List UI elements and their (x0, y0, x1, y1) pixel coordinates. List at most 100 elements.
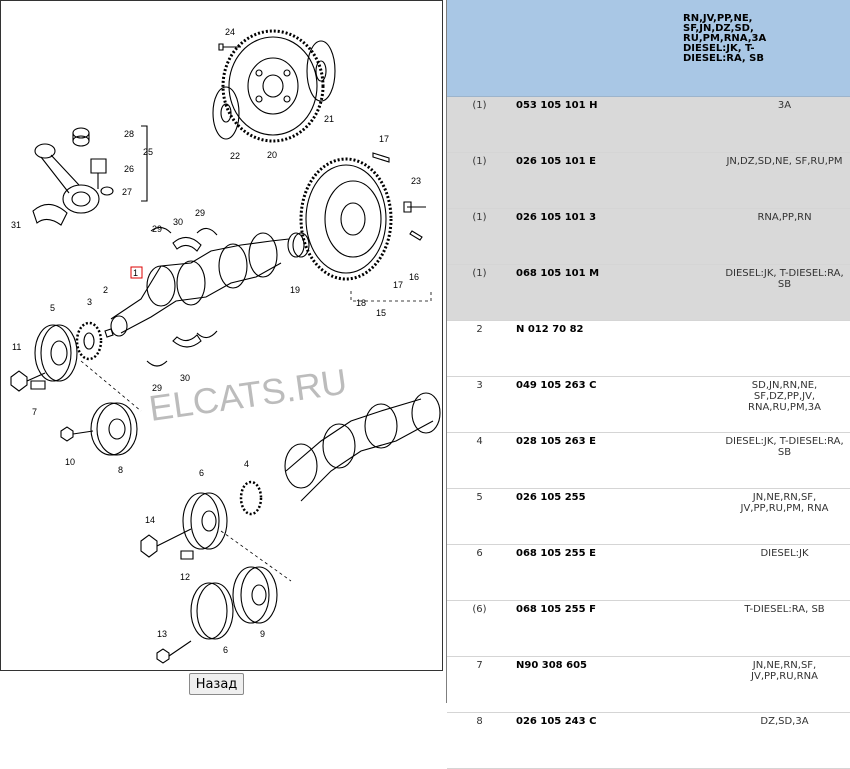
part-number-cell: 028 105 263 E (512, 432, 725, 489)
bolt-part-10 (60, 426, 94, 442)
table-row[interactable]: (1) 053 105 101 H 3A (447, 96, 850, 153)
position-cell: (1) (447, 208, 512, 265)
back-button[interactable]: Назад (189, 673, 244, 695)
svg-text:15: 15 (376, 308, 386, 318)
parts-diagram-panel: ELCATS.RU (0, 0, 443, 671)
svg-text:17: 17 (393, 280, 403, 290)
nut-part-27 (100, 186, 114, 196)
bolt-part-24 (218, 43, 241, 51)
position-cell: 6 (447, 544, 512, 601)
svg-text:5: 5 (50, 303, 55, 313)
svg-text:12: 12 (180, 572, 190, 582)
svg-text:4: 4 (244, 459, 249, 469)
bolt-part-11 (10, 370, 46, 392)
table-row[interactable]: 6 068 105 255 E DIESEL:JK (447, 544, 850, 601)
bolt-part-7 (30, 380, 46, 390)
svg-text:17: 17 (379, 134, 389, 144)
part-number-cell: 068 105 101 M (512, 264, 725, 321)
applicability-cell (725, 320, 850, 377)
vibration-damper-part-8 (90, 402, 138, 456)
bolt-part-12 (180, 550, 194, 560)
svg-text:9: 9 (260, 629, 265, 639)
bolt-part-26 (90, 158, 107, 189)
part-number-labels: 1 2 3 4 5 6 6 7 8 9 10 11 12 13 14 15 16… (11, 27, 421, 655)
svg-text:2: 2 (103, 285, 108, 295)
table-row[interactable]: 5 026 105 255 JN,NE,RN,SF, JV,PP,RU,PM, … (447, 488, 850, 545)
applicability-cell: DIESEL:JK (725, 544, 850, 601)
position-cell: 7 (447, 656, 512, 713)
position-cell: (1) (447, 152, 512, 209)
svg-text:14: 14 (145, 515, 155, 525)
pulley-part-6-lower (190, 582, 228, 640)
svg-text:25: 25 (143, 147, 153, 157)
applicability-cell: SD,JN,RN,NE, SF,DZ,PP,JV, RNA,RU,PM,3A (725, 376, 850, 433)
part-number-cell: 026 105 243 C (512, 712, 725, 769)
svg-text:21: 21 (324, 114, 334, 124)
svg-text:30: 30 (173, 217, 183, 227)
position-cell: 2 (447, 320, 512, 377)
table-row[interactable]: 7 N90 308 605 JN,NE,RN,SF, JV,PP,RU,RNA (447, 656, 850, 713)
bearing-shell-part-31 (32, 203, 68, 226)
applicability-cell: DIESEL:JK, T-DIESEL:RA, SB (725, 264, 850, 321)
table-row[interactable]: 3 049 105 263 C SD,JN,RN,NE, SF,DZ,PP,JV… (447, 376, 850, 433)
crankshaft-part-1 (110, 232, 290, 337)
applicability-cell: JN,NE,RN,SF, JV,PP,RU,PM, RNA (725, 488, 850, 545)
table-row[interactable]: 4 028 105 263 E DIESEL:JK, T-DIESEL:RA, … (447, 432, 850, 489)
svg-text:3: 3 (87, 297, 92, 307)
table-row[interactable]: (1) 068 105 101 M DIESEL:JK, T-DIESEL:RA… (447, 264, 850, 321)
connecting-rod-part-25 (34, 143, 100, 214)
applicability-cell: RNA,PP,RN (725, 208, 850, 265)
svg-text:11: 11 (12, 342, 21, 352)
part-number-cell: N 012 70 82 (512, 320, 725, 377)
svg-text:10: 10 (65, 457, 75, 467)
sprocket-part-4 (239, 480, 263, 516)
watermark-text: ELCATS.RU (146, 361, 349, 429)
crankshaft-diesel (284, 392, 441, 502)
models-header: RN,JV,PP,NE, SF,JN,DZ,SD, RU,PM,RNA,3A D… (512, 0, 850, 97)
svg-text:20: 20 (267, 150, 277, 160)
position-cell: 8 (447, 712, 512, 769)
svg-text:31: 31 (11, 220, 21, 230)
table-row[interactable]: 8 026 105 243 C DZ,SD,3A (447, 712, 850, 769)
pulley-part-5 (34, 324, 78, 382)
table-row[interactable]: (1) 026 105 101 3 RNA,PP,RN (447, 208, 850, 265)
svg-text:29: 29 (152, 383, 162, 393)
exploded-parts-diagram: ELCATS.RU (10, 27, 441, 664)
svg-text:24: 24 (225, 27, 235, 37)
bolt-part-23 (403, 201, 426, 213)
thrust-washer-part-29 (150, 226, 172, 234)
position-cell: (1) (447, 264, 512, 321)
svg-text:19: 19 (290, 285, 300, 295)
svg-text:7: 7 (32, 407, 37, 417)
key-part-2 (104, 328, 114, 338)
table-row[interactable]: (1) 026 105 101 E JN,DZ,SD,NE, SF,RU,PM (447, 152, 850, 209)
applicability-cell: JN,DZ,SD,NE, SF,RU,PM (725, 152, 850, 209)
table-row[interactable]: (6) 068 105 255 F T-DIESEL:RA, SB (447, 600, 850, 657)
part-number-cell: 026 105 101 E (512, 152, 725, 209)
part-number-cell: 026 105 255 (512, 488, 725, 545)
part-number-cell: N90 308 605 (512, 656, 725, 713)
drive-plate-part-18 (299, 157, 393, 281)
flywheel-part-20 (221, 29, 325, 143)
svg-text:18: 18 (356, 298, 366, 308)
callout-box-part-1 (130, 266, 143, 279)
svg-text:22: 22 (230, 151, 240, 161)
position-cell: (6) (447, 600, 512, 657)
table-row[interactable]: 2 N 012 70 82 (447, 320, 850, 377)
parts-table: RN,JV,PP,NE, SF,JN,DZ,SD, RU,PM,RNA,3A D… (447, 0, 850, 769)
svg-text:28: 28 (124, 129, 134, 139)
part-number-cell: 053 105 101 H (512, 96, 725, 153)
part-number-cell: 068 105 255 E (512, 544, 725, 601)
bolt-part-13 (156, 640, 192, 664)
svg-text:8: 8 (118, 465, 123, 475)
dowel-part-16 (409, 230, 423, 241)
applicability-cell: DZ,SD,3A (725, 712, 850, 769)
part-number-cell: 068 105 255 F (512, 600, 725, 657)
dowel-part-17 (372, 152, 390, 163)
svg-text:29: 29 (195, 208, 205, 218)
applicability-cell: JN,NE,RN,SF, JV,PP,RU,RNA (725, 656, 850, 713)
plate-part-21 (306, 40, 336, 102)
models-header-text: RN,JV,PP,NE, SF,JN,DZ,SD, RU,PM,RNA,3A D… (683, 13, 767, 64)
applicability-cell: T-DIESEL:RA, SB (725, 600, 850, 657)
svg-text:1: 1 (133, 268, 138, 278)
